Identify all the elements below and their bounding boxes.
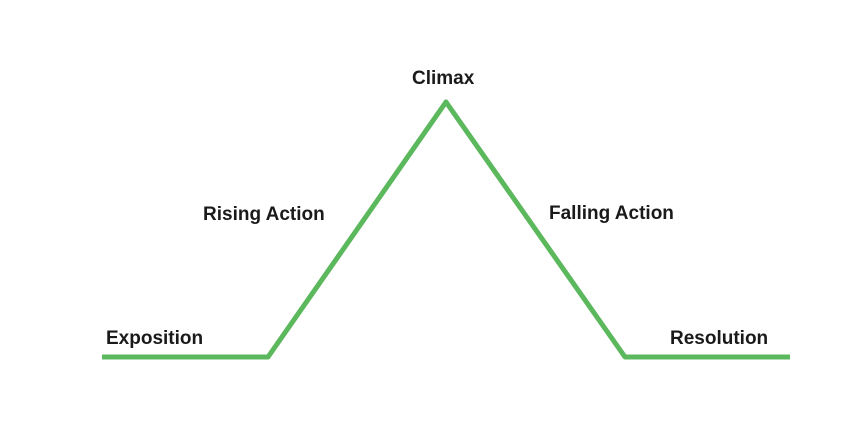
rising-action-label: Rising Action: [203, 204, 325, 225]
exposition-label: Exposition: [106, 328, 204, 349]
resolution-label: Resolution: [670, 328, 769, 349]
falling-action-segment: [443, 99, 628, 360]
rising-action-segment: [265, 99, 449, 360]
falling-action-label: Falling Action: [549, 203, 674, 224]
climax-label: Climax: [412, 68, 475, 89]
